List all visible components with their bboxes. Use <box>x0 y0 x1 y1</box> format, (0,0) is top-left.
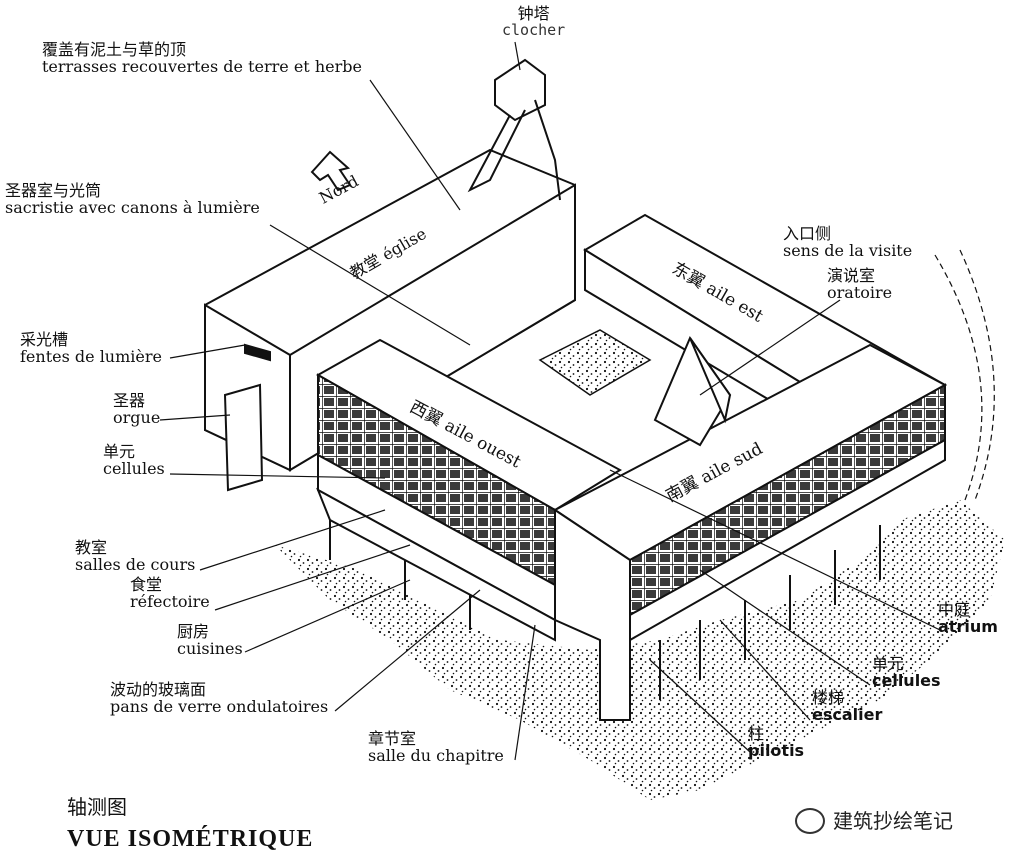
label-clocher-zh: 钟塔 <box>517 4 550 23</box>
label-cellules-west-fr: cellules <box>103 458 165 478</box>
label-atrium-fr: atrium <box>938 616 998 636</box>
label-salles-fr: salles de cours <box>75 554 196 574</box>
ground-stipple <box>275 500 1005 800</box>
label-cellules-east-fr: cellules <box>872 670 941 690</box>
label-salles-zh: 教室 <box>75 538 108 557</box>
label-escalier-fr: escalier <box>812 704 883 724</box>
watermark: 建筑抄绘笔记 <box>795 808 953 834</box>
label-cellules-east: 单元 cellules <box>872 654 941 690</box>
label-cellules-west: 单元 cellules <box>103 442 165 478</box>
label-visite-zh: 入口侧 <box>783 224 832 243</box>
label-cuisines: 厨房 cuisines <box>177 622 243 658</box>
label-pilotis-zh: 柱 <box>748 724 765 743</box>
title-fr: VUE ISOMÉTRIQUE <box>67 826 314 852</box>
label-cuisines-fr: cuisines <box>177 638 243 658</box>
label-pans: 波动的玻璃面 pans de verre ondulatoires <box>110 680 329 716</box>
label-escalier-zh: 楼梯 <box>812 688 845 707</box>
west-wing <box>315 338 622 642</box>
north-arrow-icon <box>310 150 352 192</box>
title-zh: 轴测图 <box>67 795 127 819</box>
oratory-pyramid <box>653 335 732 447</box>
label-fentes-zh: 采光槽 <box>20 330 69 349</box>
label-salles: 教室 salles de cours <box>75 538 196 574</box>
label-chapitre-zh: 章节室 <box>368 729 417 748</box>
label-fentes-fr: fentes de lumière <box>20 346 162 366</box>
label-oratoire: 演说室 oratoire <box>827 266 893 302</box>
label-terrasses: 覆盖有泥土与草的顶 terrasses recouvertes de terre… <box>42 40 362 76</box>
label-cuisines-zh: 厨房 <box>177 622 210 641</box>
courtyard <box>538 329 652 396</box>
label-orgue-zh: 圣器 <box>113 391 146 410</box>
label-visite: 入口侧 sens de la visite <box>783 224 913 260</box>
label-cellules-west-zh: 单元 <box>103 442 136 461</box>
label-pilotis-fr: pilotis <box>748 740 805 760</box>
label-oratoire-zh: 演说室 <box>827 266 876 285</box>
label-orgue-fr: orgue <box>113 407 161 427</box>
label-terrasses-zh: 覆盖有泥土与草的顶 <box>42 40 187 59</box>
bell-tower <box>467 58 561 201</box>
label-atrium-zh: 中庭 <box>938 600 971 619</box>
label-clocher-fr: clocher <box>502 20 566 39</box>
label-cellules-east-zh: 单元 <box>872 654 905 673</box>
label-visite-fr: sens de la visite <box>783 240 913 260</box>
label-pilotis: 柱 pilotis <box>748 724 805 760</box>
label-escalier: 楼梯 escalier <box>812 688 883 724</box>
label-chapitre: 章节室 salle du chapitre <box>368 729 504 765</box>
label-chapitre-fr: salle du chapitre <box>368 745 504 765</box>
label-fentes: 采光槽 fentes de lumière <box>20 330 162 366</box>
label-refectoire-fr: réfectoire <box>130 591 210 611</box>
label-terrasses-fr: terrasses recouvertes de terre et herbe <box>42 56 362 76</box>
label-orgue: 圣器 orgue <box>113 391 161 427</box>
south-wing <box>553 343 948 721</box>
label-oratoire-fr: oratoire <box>827 282 893 302</box>
label-pans-fr: pans de verre ondulatoires <box>110 696 329 716</box>
label-clocher: 钟塔 clocher <box>502 4 566 39</box>
label-refectoire-zh: 食堂 <box>130 575 163 594</box>
wechat-icon <box>795 808 825 834</box>
watermark-text: 建筑抄绘笔记 <box>833 808 953 833</box>
leader-lines <box>159 41 995 761</box>
label-refectoire: 食堂 réfectoire <box>130 575 210 611</box>
label-atrium: 中庭 atrium <box>938 600 998 636</box>
label-sacristie-zh: 圣器室与光筒 <box>5 181 102 200</box>
label-sacristie: 圣器室与光筒 sacristie avec canons à lumière <box>5 181 260 217</box>
label-sacristie-fr: sacristie avec canons à lumière <box>5 197 260 217</box>
label-pans-zh: 波动的玻璃面 <box>110 680 207 699</box>
